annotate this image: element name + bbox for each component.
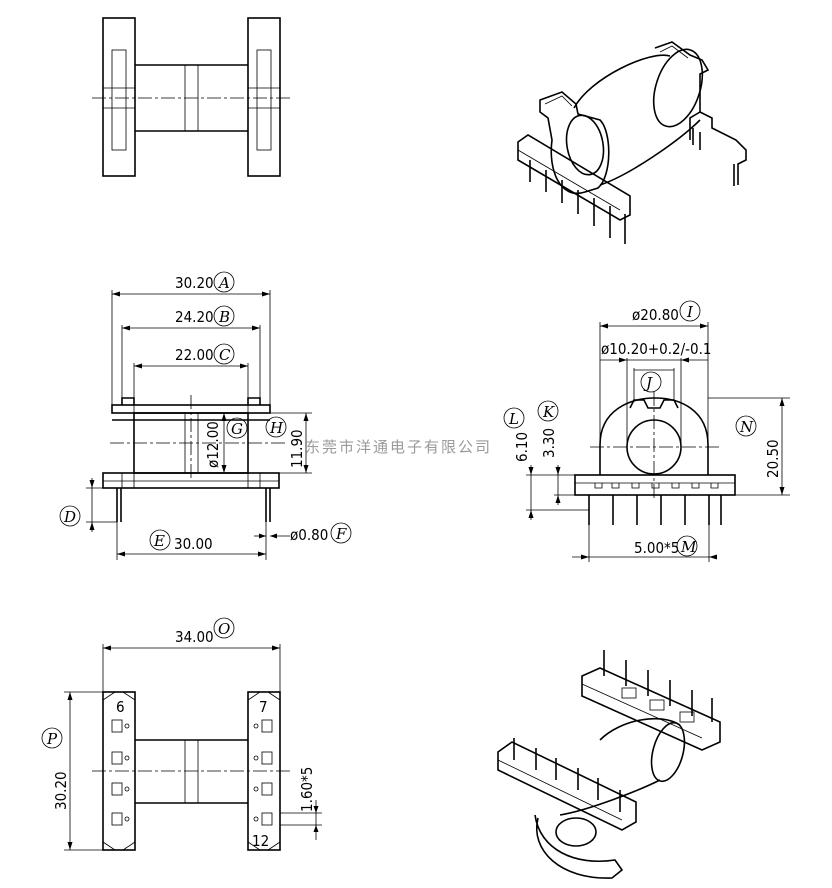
dim-b (121, 325, 261, 398)
dim-i (599, 322, 709, 445)
dim-b-value: 24.20 (175, 308, 214, 326)
dim-c-tag: C (219, 346, 231, 364)
dim-i-value: ø20.80 (632, 306, 679, 324)
dim-o-tag: O (218, 620, 230, 638)
dim-f (254, 533, 290, 539)
dim-l-tag: L (508, 410, 519, 428)
dim-b-tag: B (218, 308, 230, 326)
pin-7-label: 7 (259, 698, 268, 716)
dim-e-value: 30.00 (174, 535, 213, 553)
dim-k (554, 465, 575, 505)
dim-n-value: 20.50 (764, 439, 782, 478)
dim-o (102, 644, 281, 692)
dim-c (133, 363, 249, 413)
dim-f-tag: F (335, 525, 347, 543)
dim-i2 (600, 357, 708, 447)
dim-j-tag: J (643, 374, 653, 392)
dim-l-value: 6.10 (513, 432, 531, 462)
dim-a-tag: A (217, 274, 230, 292)
top-view (92, 17, 292, 177)
pin-6-label: 6 (116, 698, 125, 716)
dim-c-value: 22.00 (175, 346, 214, 364)
side-view (574, 392, 736, 525)
iso-view-top (517, 41, 747, 244)
dim-a-value: 30.20 (175, 274, 214, 292)
dim-q-value: 1.60*5 (298, 767, 316, 812)
iso-view-bottom (497, 650, 721, 879)
dim-p-value: 30.20 (52, 771, 70, 810)
dim-g-value: ø12.00 (204, 421, 222, 468)
dim-q (280, 800, 322, 840)
dim-o-value: 34.00 (175, 628, 214, 646)
pin-12-label: 12 (252, 832, 269, 850)
dim-j (633, 368, 675, 400)
dim-n-tag: N (739, 418, 754, 436)
dim-g-tag: G (231, 420, 243, 438)
front-view (102, 395, 288, 522)
dim-i-tag: I (686, 303, 694, 321)
dim-e (116, 522, 267, 560)
watermark: 东莞市洋通电子有限公司 (305, 438, 492, 456)
dim-m (572, 525, 717, 562)
dim-m-value: 5.00*5 (634, 539, 679, 557)
dim-m-tag: M (680, 538, 697, 556)
dim-k-value: 3.30 (540, 428, 558, 458)
dim-e-tag: E (153, 532, 165, 550)
dim-l (526, 465, 589, 520)
dim-p (64, 691, 103, 851)
dim-d-tag: D (63, 508, 76, 526)
dim-k-tag: K (542, 403, 555, 421)
dim-a (111, 290, 271, 405)
dim-i2-value: ø10.20+0.2/-0.1 (601, 340, 712, 358)
dim-h-tag: H (269, 419, 284, 437)
bottom-view (92, 691, 292, 851)
dim-p-tag: P (46, 730, 58, 748)
dim-g (221, 412, 262, 474)
dim-h (270, 412, 312, 474)
dim-d (86, 478, 117, 532)
dim-f-value: ø0.80 (290, 526, 328, 544)
dim-h-value: 11.90 (288, 429, 306, 468)
dim-n (708, 397, 790, 496)
